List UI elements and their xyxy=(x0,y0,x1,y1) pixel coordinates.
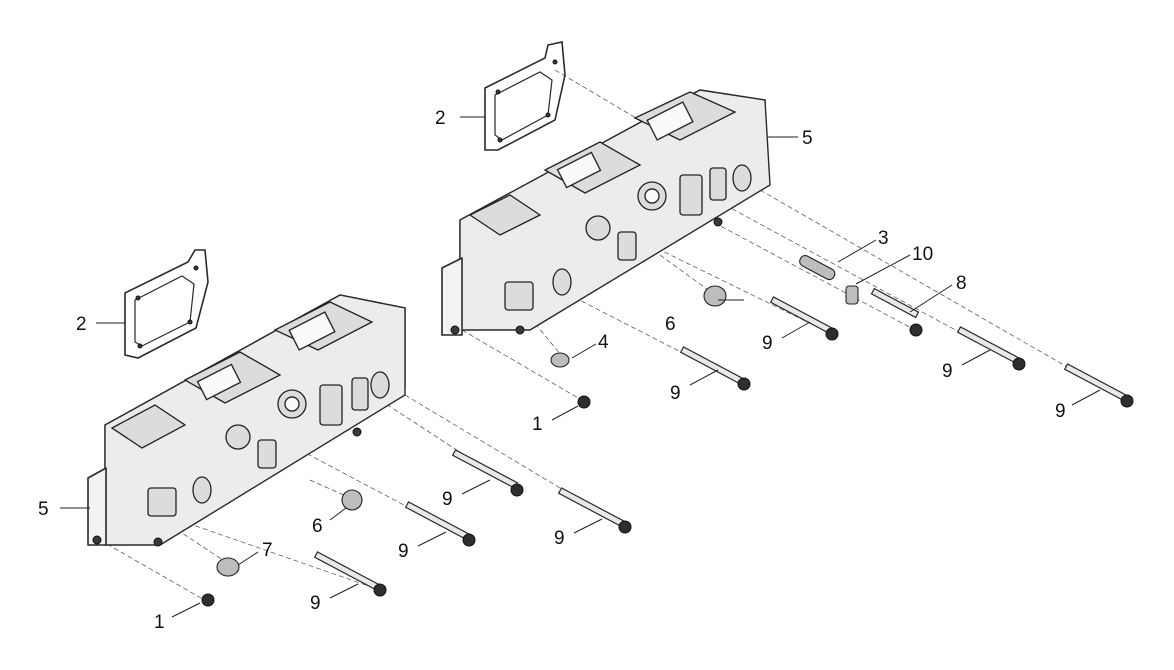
plug-6-right xyxy=(703,285,727,307)
bolt-9-left-b xyxy=(404,501,476,547)
callout-9-right-c: 9 xyxy=(942,361,953,382)
gasket-right xyxy=(484,41,566,151)
callout-2-left: 2 xyxy=(76,314,87,335)
plug-7 xyxy=(216,557,240,577)
callout-leaders xyxy=(60,116,1101,618)
plug-6-left xyxy=(341,489,363,511)
callout-2-right: 2 xyxy=(435,108,446,129)
callout-10: 10 xyxy=(912,244,933,265)
manifold-assembly-left xyxy=(87,249,632,607)
bolt-9-right-b xyxy=(769,296,839,341)
callout-6-right: 6 xyxy=(665,314,676,335)
gasket-left xyxy=(124,249,209,359)
callout-1-left: 1 xyxy=(154,612,165,633)
bolt-1-right xyxy=(577,395,591,409)
bolt-9-left-d xyxy=(557,487,632,534)
callout-1-right: 1 xyxy=(532,414,543,435)
bolt-9-right-d xyxy=(1063,363,1134,408)
callout-9-left-b: 9 xyxy=(398,541,409,562)
washer-10 xyxy=(845,285,859,305)
callout-5-left: 5 xyxy=(38,499,49,520)
callout-9-left-c: 9 xyxy=(442,489,453,510)
callout-9-right-a: 9 xyxy=(670,383,681,404)
stud-8 xyxy=(870,287,923,337)
dowel-pin-3 xyxy=(799,254,836,281)
exhaust-manifold-left xyxy=(87,294,406,547)
bolt-9-right-a xyxy=(679,346,751,391)
callout-9-right-d: 9 xyxy=(1055,401,1066,422)
callout-7: 7 xyxy=(262,540,273,561)
callout-4: 4 xyxy=(598,332,609,353)
bolt-9-left-a xyxy=(313,551,387,597)
bolt-9-right-c xyxy=(956,326,1026,371)
manifold-assembly-right xyxy=(441,41,1134,409)
callout-3: 3 xyxy=(878,228,889,249)
callout-9-right-b: 9 xyxy=(762,333,773,354)
callout-8: 8 xyxy=(956,273,967,294)
callout-9-left-a: 9 xyxy=(310,593,321,614)
exhaust-manifold-right xyxy=(441,89,771,336)
callout-labels: 2 5 3 10 8 6 4 1 9 9 9 9 2 5 6 7 1 9 9 9… xyxy=(38,108,1066,633)
bolt-9-left-c xyxy=(451,449,524,497)
bolt-1-left xyxy=(201,593,215,607)
callout-9-left-d: 9 xyxy=(554,528,565,549)
callout-5-right: 5 xyxy=(802,128,813,149)
plug-4 xyxy=(550,352,570,368)
callout-6-left: 6 xyxy=(312,516,323,537)
